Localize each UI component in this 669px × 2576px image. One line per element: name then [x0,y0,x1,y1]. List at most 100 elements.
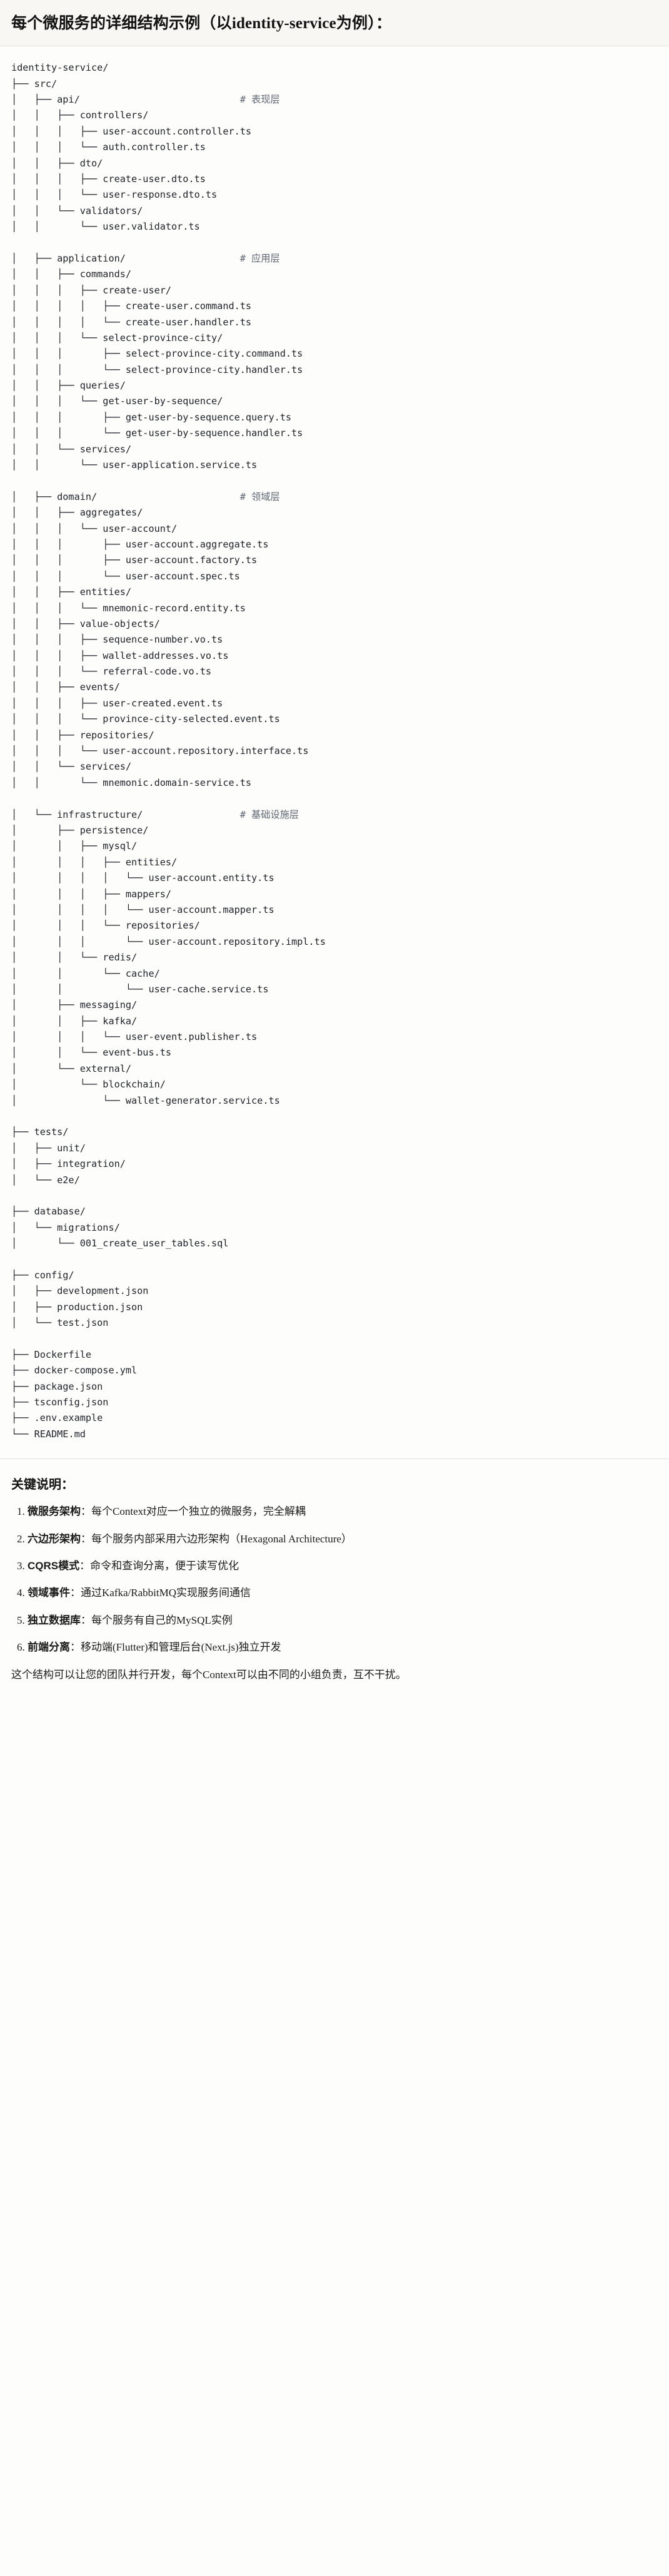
page-root: 每个微服务的详细结构示例（以identity-service为例）： ident… [0,0,669,1699]
tree-line: │ │ │ ├── create-user.dto.ts [11,171,658,187]
tree-line-path: │ │ ├── controllers/ [11,109,149,121]
tree-line: │ │ │ └── user-event.publisher.ts [11,1029,658,1045]
tree-line-path: │ └── blockchain/ [11,1079,166,1091]
key-note-description: 通过Kafka/RabbitMQ实现服务间通信 [81,1587,251,1599]
tree-line-path: │ └── wallet-generator.service.ts [11,1094,280,1106]
tree-line-path: ├── tsconfig.json [11,1397,109,1408]
tree-line: │ ├── api/ # 表现层 [11,92,658,108]
tree-line-comment: # 应用层 [125,252,280,264]
tree-line: │ │ └── user.validator.ts [11,219,658,235]
tree-line-path: │ │ ├── entities/ [11,586,132,598]
tree-line: │ [11,1188,658,1204]
tree-line-path: ├── Dockerfile [11,1348,92,1360]
key-note-separator: ： [81,1532,91,1545]
tree-line: │ │ │ ├── user-created.event.ts [11,696,658,711]
key-note-separator: ： [70,1587,81,1599]
tree-line: │ │ │ ├── entities/ [11,855,658,870]
directory-tree-block: identity-service/ ├── src/ │ ├── api/ # … [0,46,669,1460]
tree-line: │ │ │ │ └── user-account.entity.ts [11,870,658,886]
tree-line-path: │ │ │ │ └── create-user.handler.ts [11,316,252,328]
tree-line: ├── config/ [11,1268,658,1283]
tree-line-path: │ │ └── user.validator.ts [11,221,200,233]
tree-line-path: │ │ ├── repositories/ [11,729,154,741]
tree-line-path: └── README.md [11,1428,86,1440]
tree-line: │ │ └── redis/ [11,950,658,965]
tree-line-path: │ [11,1254,17,1265]
tree-line-path: ├── docker-compose.yml [11,1365,138,1377]
key-note-separator: ： [70,1641,81,1653]
tree-line: │ │ └── services/ [11,442,658,457]
tree-line-path: │ └── infrastructure/ [11,808,143,820]
tree-line: │ │ └── services/ [11,759,658,775]
tree-line: │ │ │ │ └── user-account.mapper.ts [11,902,658,918]
key-note-description: 每个服务内部采用六边形架构（Hexagonal Architecture） [91,1532,352,1545]
tree-line-path: │ │ │ ├── user-account.aggregate.ts [11,538,269,550]
tree-line-path: │ │ │ └── repositories/ [11,920,200,932]
tree-line-path: │ │ [11,475,40,486]
tree-line: │ │ │ └── user-account.spec.ts [11,569,658,584]
tree-line: │ ├── unit/ [11,1141,658,1156]
tree-line: │ │ │ └── user-account/ [11,521,658,537]
key-note-separator: ： [81,1614,91,1626]
key-note-term: 微服务架构 [28,1505,81,1518]
key-note-term: 前端分离 [28,1641,70,1653]
key-note-item: 前端分离：移动端(Flutter)和管理后台(Next.js)独立开发 [28,1639,658,1656]
key-note-item: 微服务架构：每个Context对应一个独立的微服务，完全解耦 [28,1504,658,1520]
tree-line: │ │ ├── value-objects/ [11,616,658,632]
tree-line-path: │ │ ├── value-objects/ [11,618,160,629]
tree-line-path: │ │ │ ├── user-created.event.ts [11,697,223,709]
tree-line: │ │ │ └── mnemonic-record.entity.ts [11,601,658,616]
tree-line-path: │ │ └── services/ [11,761,132,773]
tree-line-path: │ │ └── redis/ [11,952,138,964]
key-note-description: 移动端(Flutter)和管理后台(Next.js)独立开发 [81,1641,281,1653]
tree-line-path: │ │ │ ├── user-account.controller.ts [11,125,252,137]
key-note-term: 六边形架构 [28,1532,81,1545]
tree-line-path: │ └── external/ [11,1062,132,1074]
tree-line-path: ├── .env.example [11,1412,103,1424]
tree-line: ├── database/ [11,1204,658,1219]
tree-line: │ │ │ └── auth.controller.ts [11,140,658,155]
tree-line: │ │ │ ├── create-user/ [11,283,658,298]
tree-line-path: │ └── migrations/ [11,1221,120,1233]
tree-line-path: │ │ │ └── user-account/ [11,522,178,534]
tree-line-path: │ │ │ ├── entities/ [11,856,178,868]
tree-line: │ │ ├── aggregates/ [11,505,658,521]
key-notes-list: 微服务架构：每个Context对应一个独立的微服务，完全解耦六边形架构：每个服务… [11,1504,658,1656]
tree-line-path: │ │ │ └── mnemonic-record.entity.ts [11,602,246,614]
tree-line-path: │ [11,1190,17,1201]
tree-line-path: │ │ ├── kafka/ [11,1015,138,1027]
tree-line: │ [11,1109,658,1124]
tree-line-path: ├── database/ [11,1206,86,1218]
tree-line-path: │ │ [11,793,40,804]
tree-line: │ │ │ │ └── create-user.handler.ts [11,315,658,330]
tree-line-path: │ │ │ └── user-response.dto.ts [11,189,218,201]
tree-line: │ │ │ └── select-province-city.handler.t… [11,362,658,378]
tree-line: │ ├── production.json [11,1300,658,1315]
tree-line-path: │ │ │ └── select-province-city.handler.t… [11,364,303,375]
tree-line: ├── src/ [11,76,658,92]
tree-line: │ │ └── cache/ [11,966,658,982]
tree-line-path: │ │ │ ├── sequence-number.vo.ts [11,634,223,646]
tree-line-path: │ │ │ └── referral-code.vo.ts [11,666,212,678]
tree-line: │ ├── application/ # 应用层 [11,251,658,267]
tree-line: │ │ └── event-bus.ts [11,1045,658,1061]
tree-line-path: │ │ └── cache/ [11,967,160,979]
tree-line-path: │ │ │ ├── create-user.dto.ts [11,173,206,185]
tree-line-path: │ │ └── mnemonic.domain-service.ts [11,776,252,788]
tree-line: │ │ └── validators/ [11,203,658,219]
tree-line: │ │ ├── kafka/ [11,1014,658,1029]
key-notes-block: 关键说明： 微服务架构：每个Context对应一个独立的微服务，完全解耦六边形架… [0,1459,669,1700]
key-note-term: 独立数据库 [28,1614,81,1626]
key-note-term: 领域事件 [28,1587,70,1599]
key-note-separator: ： [81,1505,91,1518]
tree-line-path: ├── package.json [11,1380,103,1392]
tree-line-path: │ ├── production.json [11,1301,143,1313]
tree-line: │ │ ├── entities/ [11,584,658,600]
tree-line: │ └── migrations/ [11,1220,658,1236]
tree-line-path: │ │ │ └── get-user-by-sequence/ [11,395,223,407]
tree-line-path: │ │ ├── events/ [11,681,120,693]
tree-line-path: │ │ └── services/ [11,443,132,455]
tree-line-path: │ ├── domain/ [11,491,98,502]
tree-line-comment: # 表现层 [79,94,280,106]
tree-line-path: │ │ │ └── user-account.repository.interf… [11,745,309,757]
